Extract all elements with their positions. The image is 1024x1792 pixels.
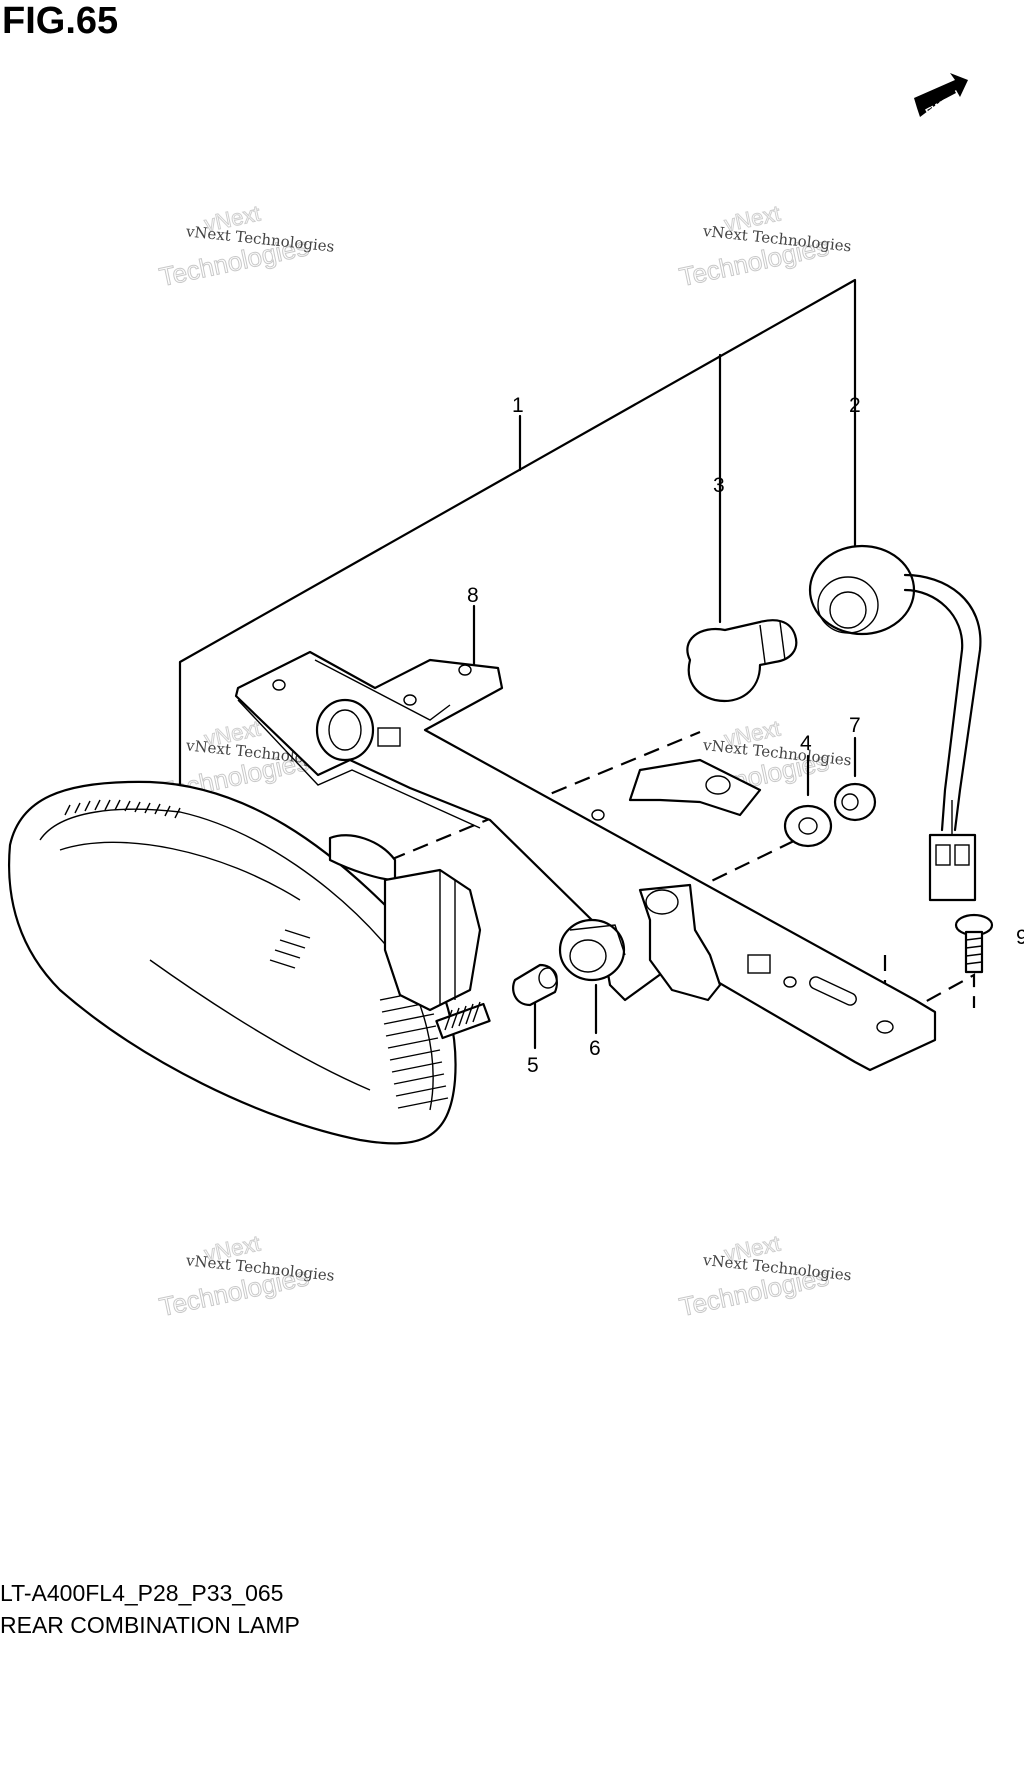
figure-title: FIG.65 <box>2 0 119 42</box>
assembly-bracket-lines <box>178 278 857 787</box>
callout-9: 9 <box>1016 926 1024 949</box>
grommet <box>558 918 626 982</box>
forward-direction-arrow-icon: FWD <box>914 73 968 120</box>
callout-8: 8 <box>467 584 479 607</box>
bulb <box>686 619 798 703</box>
callout-7: 7 <box>849 714 861 737</box>
figure-part-name: REAR COMBINATION LAMP <box>0 1612 300 1638</box>
bolt <box>954 913 994 974</box>
callout-4: 4 <box>800 732 812 755</box>
callout-5: 5 <box>527 1054 539 1077</box>
bulb-socket-harness <box>808 544 982 902</box>
figure-model-code: LT-A400FL4_P28_P33_065 <box>0 1580 284 1606</box>
callout-2: 2 <box>849 394 861 417</box>
washer <box>783 804 833 848</box>
callout-3: 3 <box>713 474 725 497</box>
mounting-bracket <box>234 650 937 1072</box>
nut <box>833 782 877 822</box>
rear-lamp-housing <box>8 780 491 1145</box>
spacer <box>512 963 558 1007</box>
callout-1: 1 <box>512 394 524 417</box>
callout-6: 6 <box>589 1037 601 1060</box>
